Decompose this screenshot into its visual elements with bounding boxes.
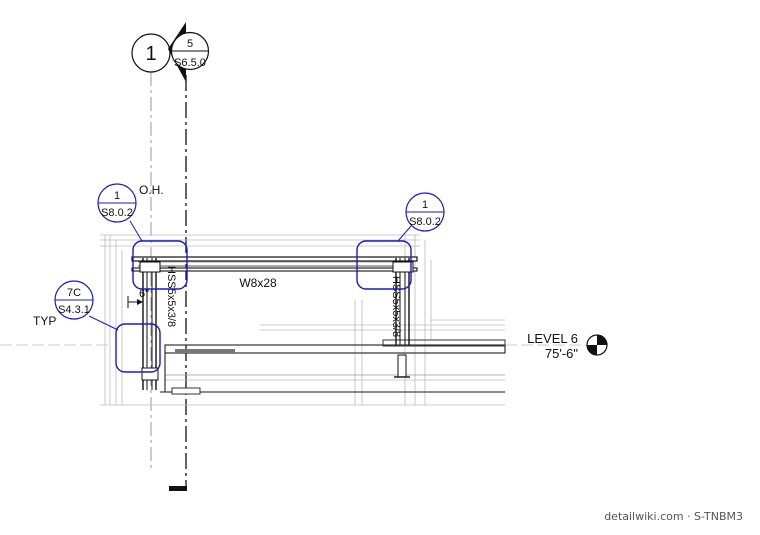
column-right[interactable] [392,258,414,378]
beam-label: W8x28 [239,276,277,290]
dimension-marker: 6" [127,288,149,308]
overhead-note: O.H. [139,183,164,197]
cloud-top-right [356,240,412,290]
section-callout[interactable]: 5 S6.5.0 [168,22,210,82]
slab-edge [164,339,506,395]
detail-callout-left-number: 1 [114,190,120,202]
background-linework [0,234,600,406]
cloud-left-lower [115,323,161,373]
detail-callout-right-sheet: S8.0.2 [409,216,441,228]
watermark: detailwiki.com · S-TNBM3 [604,510,743,523]
column-right-label: HSS5x5x3/8 [390,276,402,337]
detail-callout-right[interactable]: 1 S8.0.2 [397,192,445,242]
revision-clouds [115,240,412,373]
cloud-top-left [132,240,188,290]
detail-callout-right-number: 1 [422,199,428,211]
detail-callout-left[interactable]: 1 S8.0.2 [97,183,143,242]
level-target-icon [586,334,608,356]
beam-w8x28[interactable] [131,256,418,272]
column-left-label: HSS5x5x3/8 [165,266,177,327]
detail-callout-left-sheet: S8.0.2 [101,207,133,219]
grid-bubble-label: 1 [145,43,156,65]
detail-callout-typical-sheet: S4.3.1 [58,304,90,316]
typical-note: TYP [33,314,56,328]
section-callout-sheet: S6.5.0 [174,57,206,69]
dimension-label: 6" [139,288,149,300]
detail-callout-typical-number: 7C [67,287,81,299]
detail-callout-typical[interactable]: 7C S4.3.1 [54,280,119,331]
section-callout-detail: 5 [187,38,193,50]
grid-end-mark [169,486,187,491]
grid-bubble-top[interactable]: 1 [131,33,171,73]
level-marker: LEVEL 6 75'-6" [527,331,608,361]
level-elevation: 75'-6" [545,346,579,361]
grid-line [150,72,187,486]
level-name: LEVEL 6 [527,331,578,346]
